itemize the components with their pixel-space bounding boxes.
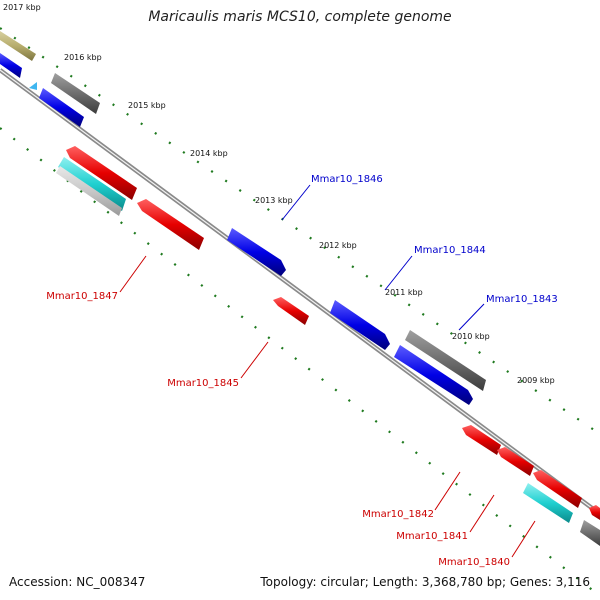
scale-label-2016: 2016 kbp	[64, 53, 102, 62]
gene-red-right[interactable]	[533, 470, 582, 508]
gene-mmar10-1840[interactable]	[523, 483, 573, 523]
gene-cyan-left[interactable]	[58, 157, 126, 211]
leader-mmar10-1841	[469, 494, 495, 533]
gene-blue-edge-top[interactable]	[0, 53, 22, 78]
gene-mmar10-1846[interactable]	[227, 228, 286, 276]
leader-mmar10-1844	[384, 255, 413, 291]
small-cyan-marker	[29, 82, 37, 90]
scale-label-2010: 2010 kbp	[452, 332, 490, 341]
gene-blue-upper-left[interactable]	[39, 88, 84, 127]
leader-mmar10-1845	[240, 341, 269, 379]
scale-label-2015: 2015 kbp	[128, 101, 166, 110]
map-title: Maricaulis maris MCS10, complete genome	[148, 9, 452, 25]
scale-label-2012: 2012 kbp	[319, 241, 357, 250]
scale-label-2011: 2011 kbp	[385, 288, 423, 297]
leader-mmar10-1843	[458, 303, 485, 331]
label-mmar10-1842[interactable]: Mmar10_1842	[362, 509, 434, 520]
scale-label-2013: 2013 kbp	[255, 196, 293, 205]
scale-label-2017: 2017 kbp	[3, 3, 41, 12]
gene-mmar10-1841[interactable]	[497, 447, 534, 476]
gene-gray-edge-right[interactable]	[580, 520, 600, 546]
gene-gray-2010[interactable]	[405, 330, 486, 391]
accession-text: Accession: NC_008347	[9, 575, 146, 589]
label-mmar10-1847[interactable]: Mmar10_1847	[46, 291, 118, 302]
gene-olive[interactable]	[0, 31, 36, 61]
gene-mmar10-1847[interactable]	[137, 199, 204, 250]
label-mmar10-1846[interactable]: Mmar10_1846	[311, 174, 383, 185]
gene-mmar10-1843[interactable]	[394, 345, 473, 405]
leader-mmar10-1847	[119, 255, 147, 293]
label-mmar10-1844[interactable]: Mmar10_1844	[414, 245, 486, 256]
outer-scale-track	[0, 27, 600, 435]
leader-mmar10-1846	[281, 184, 311, 221]
gene-gray-upper-left[interactable]	[51, 73, 100, 114]
gene-mmar10-1844[interactable]	[330, 300, 390, 350]
gene-mmar10-1847-upper[interactable]	[66, 146, 137, 200]
topology-text: Topology: circular; Length: 3,368,780 bp…	[260, 575, 590, 589]
gene-lightgray-left[interactable]	[56, 166, 122, 216]
scale-label-2009: 2009 kbp	[517, 376, 555, 385]
scale-label-2014: 2014 kbp	[190, 149, 228, 158]
gene-mmar10-1842[interactable]	[462, 425, 501, 455]
label-mmar10-1845[interactable]: Mmar10_1845	[167, 378, 239, 389]
label-mmar10-1841[interactable]: Mmar10_1841	[396, 531, 468, 542]
gene-red-edge-right[interactable]	[589, 505, 600, 520]
leader-mmar10-1842	[434, 471, 461, 511]
gene-mmar10-1845[interactable]	[273, 297, 309, 325]
label-mmar10-1840[interactable]: Mmar10_1840	[438, 557, 510, 568]
genome-backbone	[0, 68, 600, 516]
leader-mmar10-1840	[511, 520, 536, 558]
label-mmar10-1843[interactable]: Mmar10_1843	[486, 294, 558, 305]
